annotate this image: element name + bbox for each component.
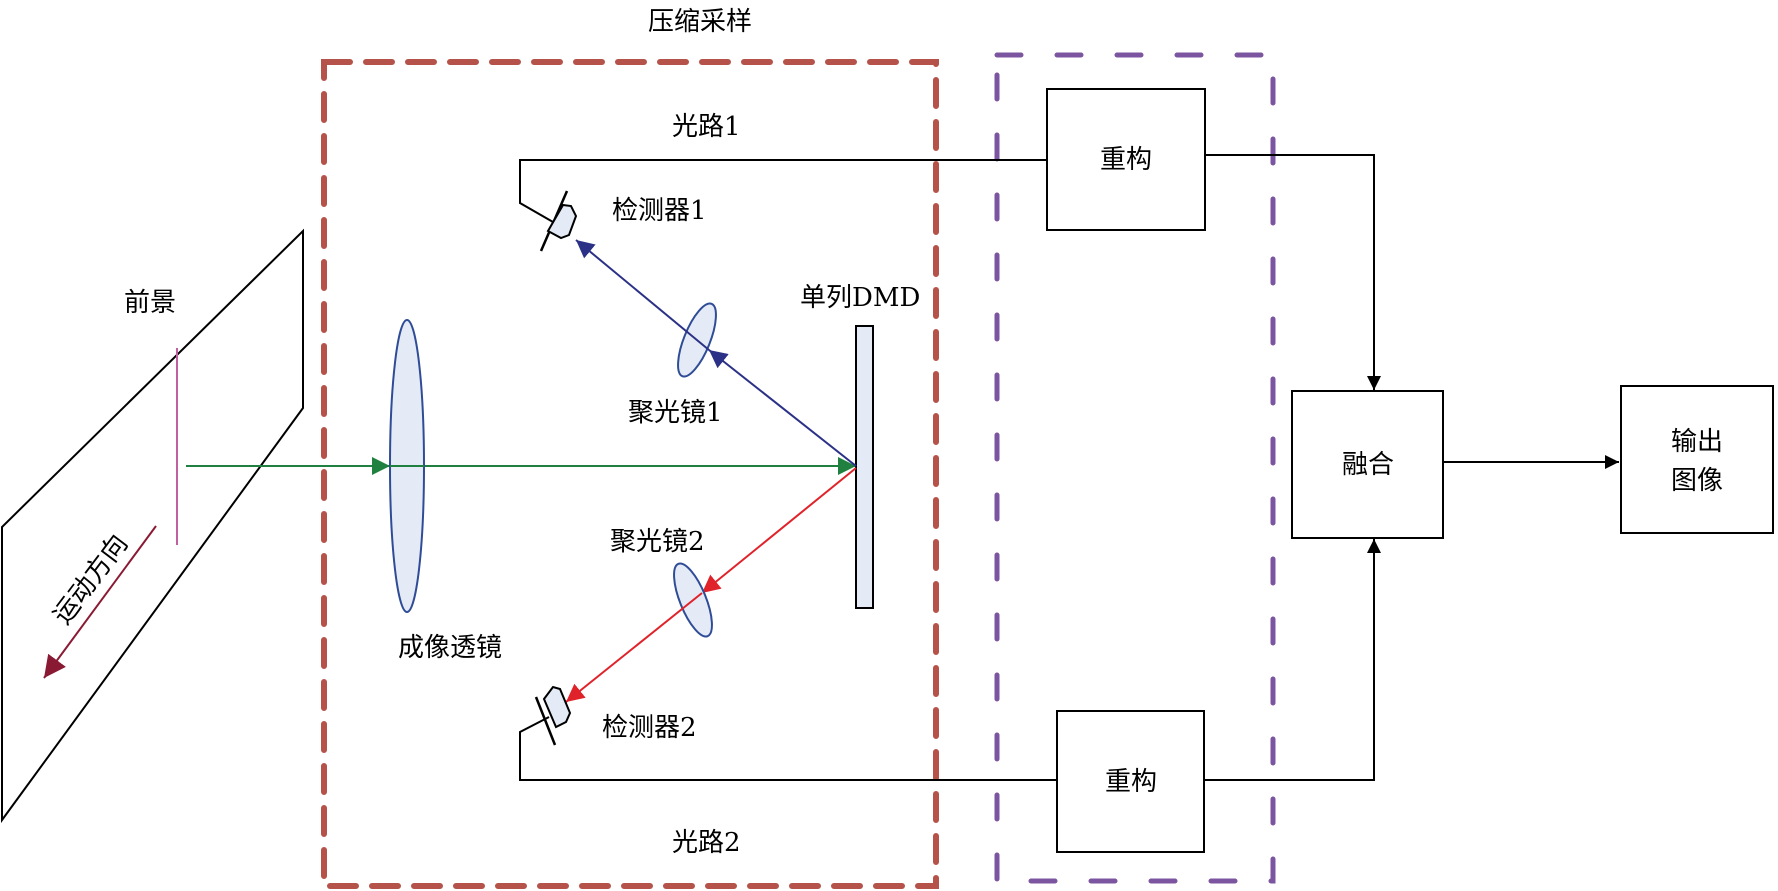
fusion-block <box>1291 390 1444 539</box>
reconstruct-bottom-label: 重构 <box>1105 767 1157 797</box>
diagram-title: 压缩采样 <box>648 7 752 37</box>
dmd-label: 单列DMD <box>800 283 920 313</box>
detector-1-label: 检测器1 <box>612 196 707 226</box>
detector-2-label: 检测器2 <box>602 713 697 743</box>
imaging-lens-label: 成像透镜 <box>398 633 502 663</box>
foreground-plane <box>0 228 304 824</box>
output-label-line2: 图像 <box>1671 466 1723 496</box>
single-column-dmd <box>855 325 874 609</box>
path1-ray-dmd-to-condenser <box>708 349 857 467</box>
top-reconstruct-to-fusion-arrow <box>1205 154 1381 390</box>
reconstruction-box <box>994 52 1276 884</box>
bottom-reconstruct-to-fusion-arrow <box>1204 539 1381 781</box>
output-label-line1: 输出 <box>1671 427 1723 457</box>
path-1-label: 光路1 <box>672 112 741 142</box>
reconstruct-block-top <box>1046 88 1206 231</box>
signal-path-1-wire <box>519 159 1046 223</box>
path2-ray-dmd-to-condenser <box>701 467 857 594</box>
output-image-block <box>1620 385 1774 534</box>
compressive-sampling-box <box>321 59 939 889</box>
path2-ray-condenser-to-detector <box>565 592 703 703</box>
condenser-1-label: 聚光镜1 <box>628 398 723 428</box>
detector-1 <box>539 190 578 252</box>
fusion-label: 融合 <box>1342 450 1394 480</box>
foreground-label: 前景 <box>124 288 176 318</box>
condenser-2-label: 聚光镜2 <box>610 527 705 557</box>
path1-ray-condenser-to-detector <box>575 239 710 351</box>
signal-path-2-wire <box>519 716 1056 781</box>
motion-direction-arrow <box>43 525 157 679</box>
reconstruct-block-bottom <box>1056 710 1205 853</box>
reconstruct-top-label: 重构 <box>1100 145 1152 175</box>
path-2-label: 光路2 <box>672 828 741 858</box>
detector-2 <box>534 685 572 746</box>
